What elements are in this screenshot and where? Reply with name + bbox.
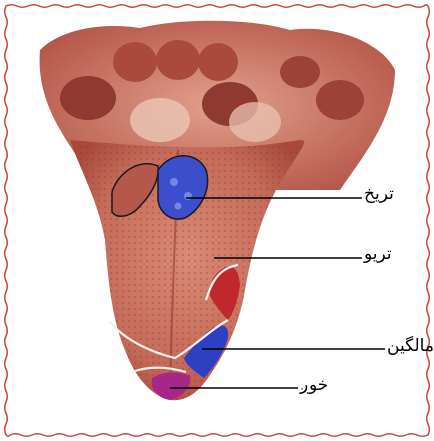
- label-sweet: خوږ: [300, 377, 328, 394]
- label-sour: تریو: [364, 246, 392, 263]
- label-salty: مالگین: [387, 338, 434, 355]
- label-bitter: تریخ: [364, 186, 394, 203]
